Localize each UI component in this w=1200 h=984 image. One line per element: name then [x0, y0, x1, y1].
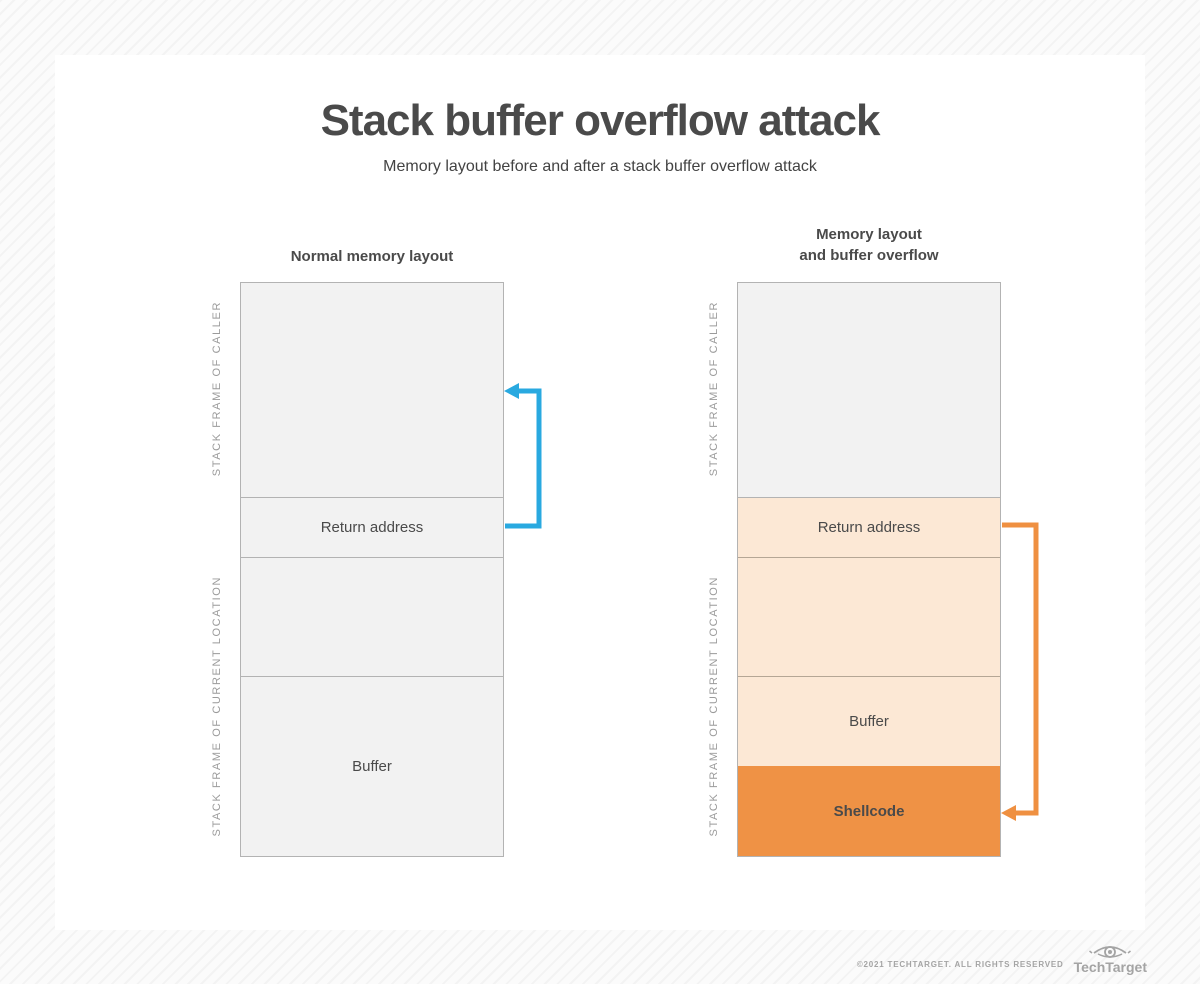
left-local-vars-section: [241, 557, 503, 676]
right-return-address-label: Return address: [817, 519, 921, 536]
right-buffer-section: Buffer: [738, 676, 1000, 766]
left-diagram-heading: Normal memory layout: [290, 248, 454, 265]
right-current-location-label: STACK FRAME OF CURRENT LOCATION: [699, 556, 729, 857]
copyright-text: ©2021 TECHTARGET. ALL RIGHTS RESERVED: [856, 960, 1064, 969]
right-diagram-heading-line2: and buffer overflow: [799, 247, 939, 264]
right-caller-frame-label: STACK FRAME OF CALLER: [699, 282, 729, 496]
left-current-location-label: STACK FRAME OF CURRENT LOCATION: [202, 556, 232, 857]
left-current-location-label-text: STACK FRAME OF CURRENT LOCATION: [211, 576, 223, 837]
right-diagram-heading: Memory layout and buffer overflow: [737, 224, 1001, 266]
right-local-vars-section: [738, 557, 1000, 676]
normal-return-arrow: [504, 383, 542, 529]
left-buffer-section: Buffer: [241, 676, 503, 856]
right-caller-frame-section: [738, 283, 1000, 497]
left-caller-frame-label-text: STACK FRAME OF CALLER: [211, 301, 223, 477]
page-title: Stack buffer overflow attack: [320, 96, 881, 145]
left-memory-stack: Return address Buffer: [240, 282, 504, 857]
overflow-shellcode-arrow: [1001, 522, 1039, 821]
right-memory-stack: Return address Buffer Shellcode: [737, 282, 1001, 857]
techtarget-logo-text: TechTarget: [1073, 959, 1147, 975]
right-caller-frame-label-text: STACK FRAME OF CALLER: [708, 301, 720, 477]
right-buffer-label: Buffer: [849, 713, 889, 730]
left-buffer-label: Buffer: [352, 758, 392, 775]
left-return-address-section: Return address: [241, 497, 503, 557]
footer: ©2021 TECHTARGET. ALL RIGHTS RESERVED Te…: [857, 940, 1147, 974]
left-caller-frame-label: STACK FRAME OF CALLER: [202, 282, 232, 496]
techtarget-eye-icon: [1089, 946, 1132, 958]
right-current-location-label-text: STACK FRAME OF CURRENT LOCATION: [708, 576, 720, 837]
page-subtitle: Memory layout before and after a stack b…: [383, 158, 817, 175]
left-return-address-label: Return address: [320, 519, 424, 536]
right-shellcode-label: Shellcode: [833, 802, 905, 820]
right-shellcode-section: Shellcode: [738, 766, 1000, 856]
techtarget-logo: TechTarget: [1074, 940, 1147, 974]
right-diagram-heading-line1: Memory layout: [816, 226, 922, 243]
left-caller-frame-section: [241, 283, 503, 497]
right-return-address-section: Return address: [738, 497, 1000, 557]
